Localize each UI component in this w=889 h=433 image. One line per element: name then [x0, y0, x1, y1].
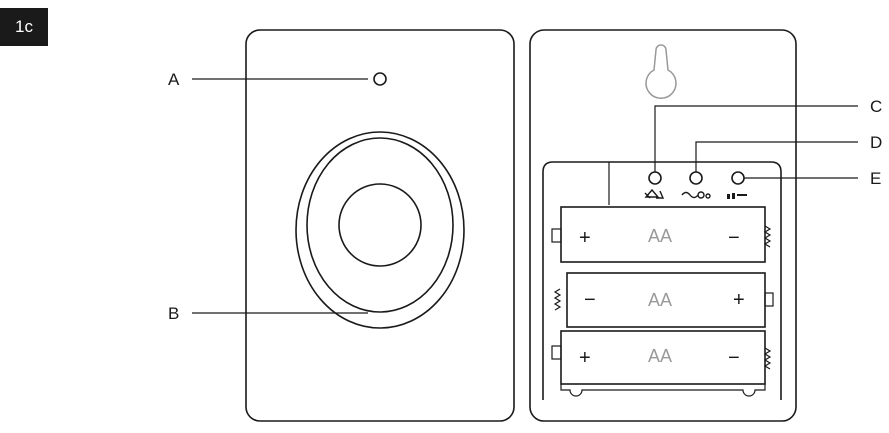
- back-housing: [529, 29, 797, 422]
- button-c[interactable]: [648, 171, 662, 185]
- battery-body: [560, 206, 766, 263]
- ringtone-icon: [681, 191, 711, 199]
- battery-2: − AA +: [553, 272, 774, 328]
- battery-sign-left: −: [584, 289, 596, 311]
- led-indicator: [373, 72, 387, 86]
- battery-1: + AA −: [551, 206, 772, 263]
- battery-sign-right: −: [728, 227, 740, 249]
- battery-spring: [763, 347, 772, 370]
- battery-3: + AA −: [551, 330, 772, 385]
- front-view: [245, 29, 515, 422]
- battery-compartment: [542, 161, 782, 400]
- callout-label-a: A: [168, 70, 180, 89]
- battery-sign-right: +: [733, 289, 745, 311]
- battery-terminal-left: [551, 228, 562, 243]
- keyhole-hanger-icon: [645, 44, 677, 99]
- back-view: + AA − − AA + + AA −: [529, 29, 797, 422]
- battery-sign-left: +: [579, 347, 591, 369]
- battery-spring: [763, 225, 772, 248]
- battery-type-label: AA: [648, 226, 672, 246]
- speaker-cone: [338, 183, 422, 267]
- button-e[interactable]: [731, 171, 745, 185]
- callout-line-d: [695, 141, 858, 172]
- battery-body: [560, 330, 766, 385]
- battery-sign-right: −: [728, 347, 740, 369]
- battery-terminal-left: [551, 345, 562, 360]
- refresh-arrows-icon: [644, 188, 665, 199]
- battery-spring: [553, 288, 562, 311]
- battery-type-label: AA: [648, 290, 672, 310]
- compartment-bottom: [560, 384, 766, 397]
- button-d[interactable]: [689, 171, 703, 185]
- callout-label-e: E: [870, 169, 881, 188]
- volume-icon: [727, 193, 747, 199]
- battery-terminal-right: [764, 292, 774, 307]
- figure-tag: 1c: [0, 8, 48, 46]
- battery-type-label: AA: [648, 346, 672, 366]
- speaker-outer-ring: [295, 131, 465, 329]
- callout-line-c: [654, 105, 858, 172]
- callout-label-b: B: [168, 304, 179, 323]
- callout-label-c: C: [870, 97, 882, 116]
- front-housing: [245, 29, 515, 422]
- battery-sign-left: +: [579, 227, 591, 249]
- callout-label-d: D: [870, 133, 882, 152]
- speaker-inner-ring: [306, 137, 454, 313]
